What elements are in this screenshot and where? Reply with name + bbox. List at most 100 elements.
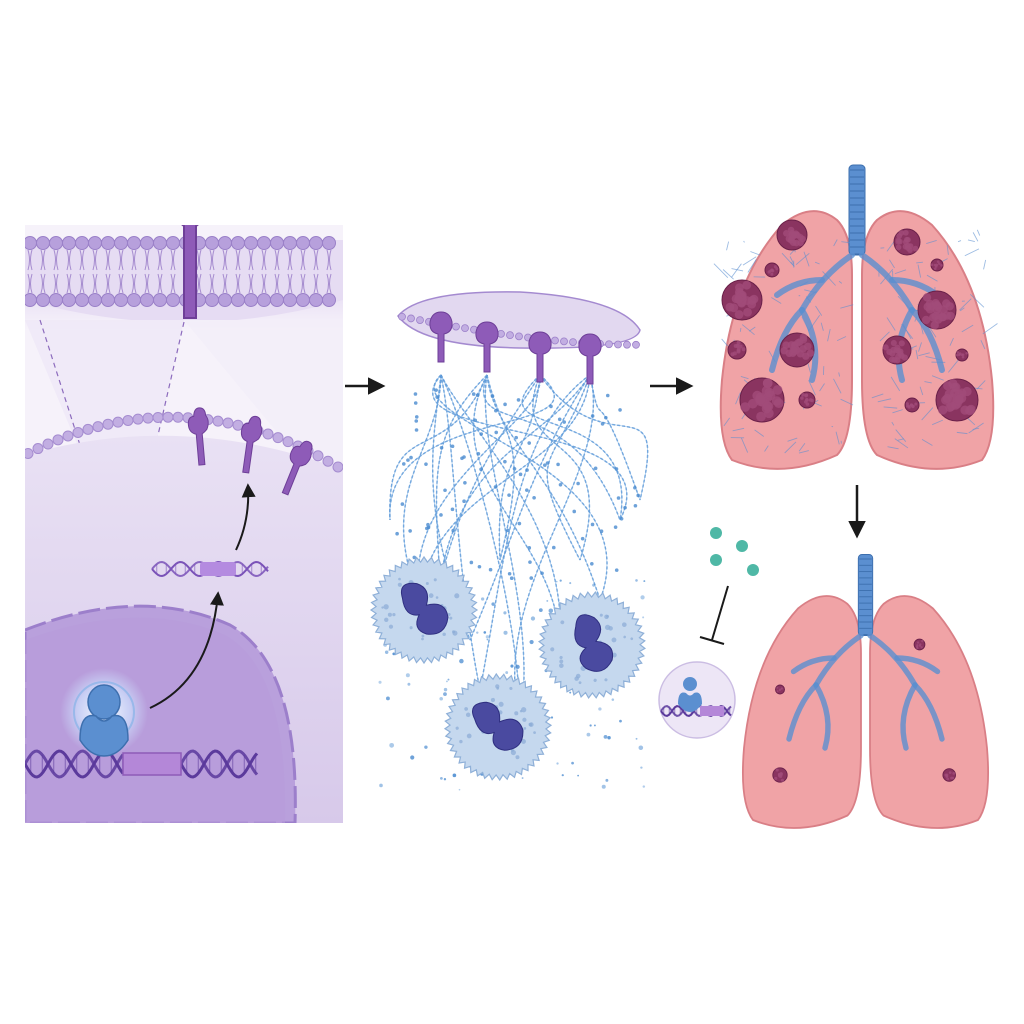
debris-dot (546, 599, 549, 602)
net-bead (528, 560, 532, 564)
lipid-tail (79, 273, 85, 294)
net-bead (558, 482, 563, 487)
capillary (808, 379, 816, 396)
lipid-head (88, 236, 102, 250)
debris-dot (556, 762, 559, 765)
capillary (820, 322, 824, 331)
net-fiber (440, 374, 521, 721)
net-bead (494, 430, 499, 435)
bronchus (900, 682, 918, 751)
net-fiber (479, 374, 591, 691)
debris-dot (440, 777, 443, 780)
debris-dot (452, 773, 457, 778)
lipid-head (623, 340, 631, 349)
net-bead (614, 467, 619, 471)
receptor-icon (429, 311, 453, 363)
lipid-head (75, 293, 89, 307)
capillary (789, 249, 795, 255)
membrane-receptors (187, 407, 313, 496)
lipid-tail (105, 249, 111, 271)
capillary (956, 431, 968, 435)
tumor-nodule-icon (904, 397, 920, 413)
capillary (957, 240, 962, 243)
net-bead (488, 567, 493, 572)
capillary (980, 340, 986, 350)
capillary (892, 409, 903, 414)
net-fiber (539, 374, 648, 501)
lipid-head (166, 293, 180, 307)
lipid-head (49, 293, 63, 307)
lipid-head (257, 236, 271, 250)
capillary (795, 252, 810, 266)
lung-icon (713, 164, 998, 470)
lipid-head (92, 421, 104, 433)
bronchus (769, 307, 805, 373)
lipid-head (398, 312, 406, 321)
inhibition-bar (699, 635, 725, 646)
lipid-tail (170, 249, 176, 271)
cell-membrane-expression-panel (25, 225, 343, 823)
net-bead (517, 521, 522, 526)
capillary (883, 406, 898, 409)
lipid-head (152, 411, 164, 423)
capillary (827, 328, 831, 342)
net-fiber (483, 374, 621, 521)
debris-dot (643, 580, 646, 583)
debris-dot (503, 611, 507, 615)
capillary (764, 445, 769, 452)
lipid-tail (53, 273, 59, 294)
net-fiber (389, 374, 488, 521)
lipid-head (282, 436, 294, 448)
lipid-tail (313, 273, 319, 294)
tumor-nodule-icon (798, 391, 816, 409)
lipid-tail (131, 249, 137, 271)
lipid-head (312, 450, 324, 462)
debris-dot (424, 745, 428, 749)
lipid-head (162, 411, 174, 423)
debris-dot (447, 678, 450, 681)
lipid-head (127, 293, 141, 307)
capillary (815, 305, 823, 316)
debris-dot (529, 639, 534, 645)
lipid-tail (66, 273, 72, 294)
lipid-head (407, 314, 415, 323)
net-bead (532, 495, 536, 500)
tumor-nodule-icon (772, 767, 788, 783)
lipid-tail (40, 249, 46, 271)
debris-dot (503, 630, 508, 635)
lipid-head (569, 338, 577, 347)
capillary (964, 248, 980, 257)
net-fiber (469, 374, 591, 641)
lipid-head (452, 322, 460, 331)
lipid-tail (196, 249, 202, 271)
capillary (972, 427, 980, 430)
lipid-head (283, 236, 297, 250)
debris-dot (386, 696, 390, 701)
capillary (740, 437, 749, 453)
net-bead (600, 422, 605, 426)
net-bead (525, 468, 529, 472)
tumor-nodule-icon (775, 684, 785, 695)
capillary (836, 336, 847, 342)
lipid-head (322, 455, 334, 467)
lipid-head (416, 316, 424, 324)
reduced-metastasis-lungs (741, 554, 990, 829)
net-bead (509, 576, 514, 580)
debris-dot (405, 673, 410, 678)
lipid-head (122, 414, 134, 426)
debris-dot (607, 736, 611, 740)
net-fiber (486, 374, 601, 601)
capillary (946, 245, 949, 255)
lipid-head (140, 236, 154, 250)
inhibited-transcription-inset (658, 661, 736, 739)
lipid-head (309, 293, 323, 307)
capillary (921, 407, 934, 421)
net-bead (605, 393, 610, 398)
tumor-nodule-icon (779, 332, 815, 368)
debris-dot (619, 719, 622, 723)
capillary (880, 268, 894, 285)
lipid-tail (261, 249, 267, 271)
net-bead (545, 461, 550, 465)
net-fiber (440, 374, 521, 721)
